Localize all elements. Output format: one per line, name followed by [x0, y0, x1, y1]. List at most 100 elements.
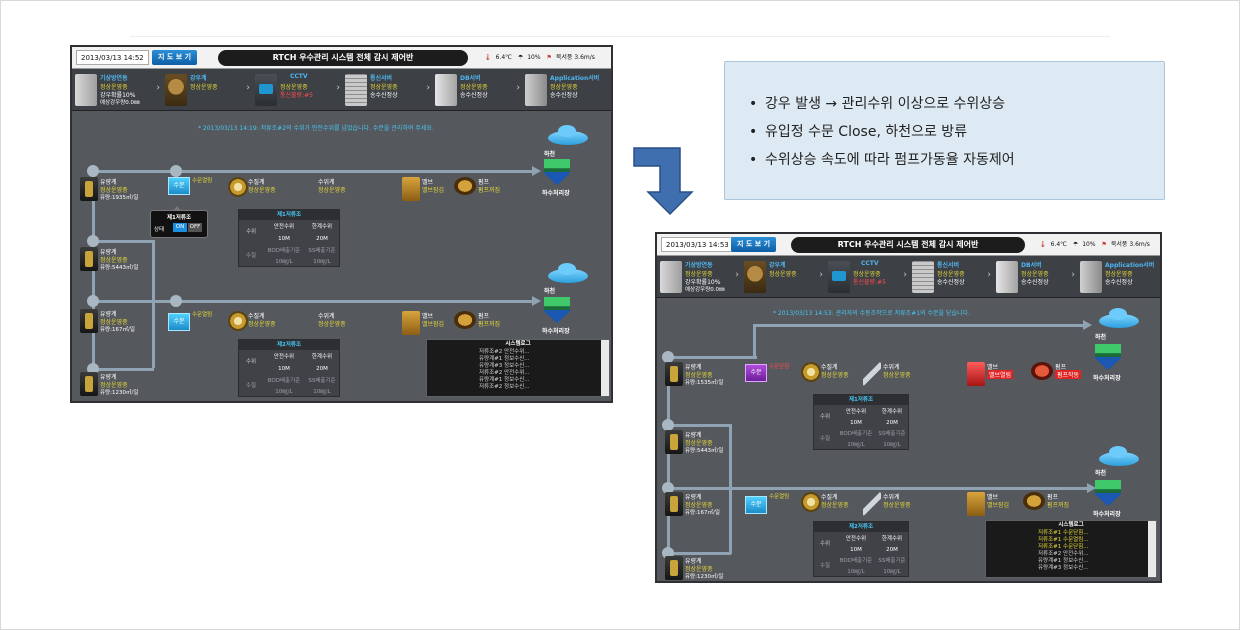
toolbar: 2013/03/13 14:52 지 도 보 기 RTCH 우수관리 시스템 전… [72, 47, 611, 69]
panel-detail: 송수신정상 [460, 92, 488, 99]
limit-level-value: 20M [886, 547, 898, 553]
panel-detail: 송수신정상 [550, 92, 578, 99]
pipe [667, 552, 731, 555]
device-status: 밸브잠김 [987, 502, 1010, 509]
safe-level-value: 10M [278, 366, 290, 372]
device-name: 펌프 [478, 179, 490, 186]
gate-2-button[interactable]: 수문 [745, 496, 767, 514]
device-name: 펌프 [1047, 494, 1059, 501]
toolbar: 2013/03/13 14:53 지 도 보 기 RTCH 우수관리 시스템 전… [657, 234, 1160, 256]
chevron-right-icon: › [903, 270, 907, 280]
log-entry: 저류조#2 정보수신... [479, 384, 530, 390]
wind-flag-icon: ⚑ [546, 54, 552, 61]
flow-arrow-icon [1087, 483, 1096, 493]
panel-rain-gauge[interactable]: 강우계 정상운영중 › [743, 258, 823, 296]
chevron-right-icon: › [336, 83, 340, 93]
row-level: 수위 [245, 359, 257, 365]
pipe [729, 424, 732, 554]
gate-1-status: 수문열림 [192, 178, 213, 184]
treatment-plant-icon [544, 297, 570, 323]
log-entry: 유량계#1 정보수신... [479, 356, 530, 362]
cctv-icon [255, 74, 277, 106]
map-view-button[interactable]: 지 도 보 기 [731, 237, 777, 252]
junction-node [87, 165, 99, 177]
panel-status: 정상운영중 [190, 84, 218, 91]
panel-title: 통신서버 [370, 75, 393, 82]
panel-weather[interactable]: 기상방연동 정상운영중 강우확률10% 예상강우량0.0㎜ › [74, 71, 160, 109]
device-status: 정상운영중 [318, 187, 346, 194]
panel-status: 정상운영중 [769, 271, 797, 278]
gate-2-button[interactable]: 수문 [168, 313, 190, 331]
panel-db-server[interactable]: DB서버 정상운영중 송수신정상 › [995, 258, 1075, 296]
description-list: 강우 발생 → 관리수위 이상으로 수위상승 유입정 수문 Close, 하천으… [765, 94, 1015, 178]
app-server-icon [525, 74, 547, 106]
device-status: 정상운영중 [100, 382, 128, 389]
log-scrollbar[interactable] [1148, 521, 1156, 577]
panel-comm-server[interactable]: 통신서버 정상운영중 송수신정상 › [911, 258, 991, 296]
device-status: 펌프작동 [1055, 370, 1082, 379]
flow-meter-icon [665, 362, 683, 386]
panel-status: 정상운영중 [370, 84, 398, 91]
system-title: RTCH 우수관리 시스템 전체 감시 제어반 [791, 237, 1025, 253]
device-status: 정상운영중 [685, 372, 713, 379]
log-entry: 유량계#1 정보수신... [1038, 558, 1089, 564]
bod-value: 10㎎/L [847, 569, 865, 575]
transition-arrow-icon [633, 147, 694, 216]
device-name: 유량계 [685, 558, 702, 565]
panel-cctv[interactable]: CCTV 정상운영중 통신불량:#5 › [254, 71, 340, 109]
pipe [92, 300, 532, 303]
chevron-right-icon: › [819, 270, 823, 280]
panel-detail: 송수신정상 [937, 279, 965, 286]
on-toggle[interactable]: ON [173, 223, 187, 232]
panel-comm-server[interactable]: 통신서버 정상운영중 송수신정상 › [344, 71, 430, 109]
chevron-right-icon: › [735, 270, 739, 280]
panel-title: DB서버 [1021, 262, 1042, 269]
gate-1-button[interactable]: 수문 [168, 177, 190, 195]
device-status: 정상운영중 [821, 372, 849, 379]
panel-weather[interactable]: 기상방연동 정상운영중 강우확률10% 예상강우량0.0㎜ › [659, 258, 739, 296]
device-name: 유량계 [685, 432, 702, 439]
device-status: 펌프꺼짐 [478, 187, 501, 194]
device-status: 펌프꺼짐 [1047, 502, 1070, 509]
log-scrollbar[interactable] [601, 340, 609, 396]
thermometer-icon: 🌡 [484, 54, 492, 61]
device-status: 정상운영중 [685, 502, 713, 509]
log-entry: 유량계#3 정보수신... [1038, 565, 1089, 571]
top-divider [130, 36, 1110, 37]
panel-cctv[interactable]: CCTV 정상운영중 통신불량:#5 › [827, 258, 907, 296]
device-value: 유량:1935㎥/일 [100, 195, 139, 201]
pump-icon [454, 311, 476, 329]
device-name: 수위계 [318, 179, 335, 186]
gauge-icon [801, 362, 821, 382]
device-value: 유량:1535㎥/일 [685, 380, 724, 386]
bod-value: 10㎎/L [275, 389, 293, 395]
col-ss: SS배출기준 [878, 431, 906, 437]
chevron-right-icon: › [246, 83, 250, 93]
pipe [92, 368, 154, 371]
gauge-icon [228, 311, 248, 331]
panel-rain-gauge[interactable]: 강우계 정상운영중 › [164, 71, 250, 109]
row-quality: 수질 [245, 383, 257, 389]
panel-title: 통신서버 [937, 262, 960, 269]
log-entry: 저류조#2 안전수위... [479, 349, 530, 355]
panel-app-server[interactable]: Application서버 정상운영중 송수신정상 [524, 71, 610, 109]
chevron-right-icon: › [987, 270, 991, 280]
rain-gauge-icon [744, 261, 766, 293]
computer-icon [660, 261, 682, 293]
device-name: 유량계 [685, 494, 702, 501]
ss-value: 10㎎/L [313, 389, 331, 395]
panel-app-server[interactable]: Application서버 정상운영중 송수신정상 [1079, 258, 1159, 296]
off-toggle[interactable]: OFF [188, 223, 202, 232]
river-cloud-icon [1099, 446, 1139, 466]
junction-node [170, 165, 182, 177]
pipe [667, 356, 757, 359]
safe-level-value: 10M [850, 547, 862, 553]
gate-1-button[interactable]: 수문 [745, 364, 767, 382]
col-safe-level: 안전수위 [273, 354, 295, 360]
server-icon [912, 261, 934, 293]
panel-title: Application서버 [550, 75, 600, 82]
panel-db-server[interactable]: DB서버 정상운영중 송수신정상 › [434, 71, 520, 109]
chevron-right-icon: › [1071, 270, 1075, 280]
map-view-button[interactable]: 지 도 보 기 [152, 50, 198, 65]
valve-icon [402, 177, 420, 201]
